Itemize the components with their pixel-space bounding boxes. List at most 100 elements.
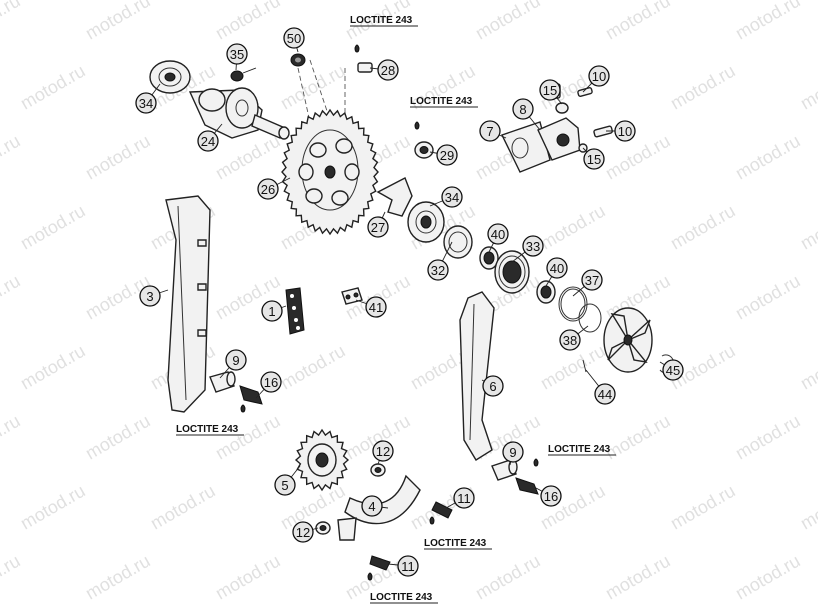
callout-number: 40: [550, 261, 564, 276]
watermark-text: motod.ru: [732, 551, 804, 604]
pump-gear-33: [494, 250, 530, 294]
callout-number: 9: [232, 353, 239, 368]
callout-5: 5: [274, 474, 296, 496]
callout-number: 4: [368, 499, 375, 514]
watermark-text: motod.ru: [17, 341, 89, 394]
watermark-text: motod.ru: [147, 481, 219, 534]
bolt-29: [414, 121, 434, 159]
watermark-text: motod.ru: [602, 131, 674, 184]
callout-number: 11: [401, 559, 415, 574]
camshaft-sprocket-26: [281, 108, 379, 236]
callout-34: 34: [135, 92, 157, 114]
callout-number: 7: [486, 124, 493, 139]
bearing-34-middle: [407, 201, 445, 243]
loctite-label-mid: LOCTITE 243: [410, 96, 473, 107]
callout-number: 26: [261, 182, 275, 197]
callout-12: 12: [292, 521, 314, 543]
bolt-11-lower: [367, 555, 391, 581]
callout-7: 7: [479, 120, 501, 142]
watermark-text: motod.ru: [82, 131, 154, 184]
watermark-text: motod.ru: [667, 61, 739, 114]
washer-50: [290, 53, 306, 67]
watermark-text: motod.ru: [0, 551, 24, 604]
callout-number: 12: [376, 444, 390, 459]
watermark-text: motod.ru: [0, 411, 24, 464]
watermark-text: motod.ru: [472, 551, 544, 604]
callout-10: 10: [614, 120, 636, 142]
callout-number: 3: [146, 289, 153, 304]
watermark-text: motod.ru: [667, 481, 739, 534]
callout-number: 40: [491, 227, 505, 242]
bearing-34-upper: [149, 60, 191, 94]
callout-number: 35: [230, 47, 244, 62]
bushing-9-left: [209, 371, 236, 393]
watermark-text: motod.ru: [602, 411, 674, 464]
washer-32: [443, 225, 473, 259]
callout-number: 12: [296, 525, 310, 540]
callout-11: 11: [453, 487, 475, 509]
callout-37: 37: [581, 269, 603, 291]
callout-33: 33: [522, 235, 544, 257]
callout-number: 8: [519, 102, 526, 117]
callout-15: 15: [539, 79, 561, 101]
bushing-12-lower: [315, 521, 331, 535]
callout-number: 9: [509, 445, 516, 460]
watermark-text: motod.ru: [472, 0, 544, 43]
callout-10: 10: [588, 65, 610, 87]
seal-40-left: [479, 246, 499, 270]
callout-4: 4: [361, 495, 383, 517]
callout-35: 35: [226, 43, 248, 65]
loctite-label-bottom-mid: LOCTITE 243: [424, 538, 487, 549]
watermark-text: motod.ru: [0, 131, 24, 184]
callout-9: 9: [225, 349, 247, 371]
watermark-text: motod.ru: [0, 271, 24, 324]
callout-6: 6: [482, 375, 504, 397]
watermark-text: motod.ru: [17, 201, 89, 254]
callout-number: 15: [587, 152, 601, 167]
bolt-10-lower: [593, 125, 613, 138]
bolt-16-left: [239, 385, 263, 413]
chain-guide-3: [165, 195, 211, 413]
watermark-text: motod.ru: [212, 411, 284, 464]
callout-40: 40: [487, 223, 509, 245]
impeller-44: [603, 307, 653, 373]
callout-number: 6: [489, 379, 496, 394]
watermark-text: motod.ru: [82, 411, 154, 464]
callout-number: 45: [666, 363, 680, 378]
callout-number: 10: [592, 69, 606, 84]
watermark-text: motod.ru: [212, 0, 284, 43]
callout-38: 38: [559, 329, 581, 351]
callout-12: 12: [372, 440, 394, 462]
watermark-text: motod.ru: [602, 551, 674, 604]
callout-number: 24: [201, 134, 215, 149]
watermark-text: motod.ru: [277, 341, 349, 394]
callout-27: 27: [367, 216, 389, 238]
loctite-label-left: LOCTITE 243: [176, 424, 239, 435]
callout-number: 10: [618, 124, 632, 139]
callout-number: 34: [139, 96, 153, 111]
callout-1: 1: [261, 300, 283, 322]
bolt-28: [354, 44, 373, 73]
callout-45: 45: [662, 359, 684, 381]
callout-41: 41: [365, 296, 387, 318]
callout-number: 11: [457, 491, 471, 506]
callout-number: 34: [445, 190, 459, 205]
watermark-text: motod.ru: [0, 0, 24, 43]
timing-chain-1: [285, 287, 305, 335]
loctite-labels: LOCTITE 243 LOCTITE 243 LOCTITE 243 LOCT…: [176, 15, 616, 604]
callout-16: 16: [260, 371, 282, 393]
callout-8: 8: [512, 98, 534, 120]
callout-3: 3: [139, 285, 161, 307]
callout-15: 15: [583, 148, 605, 170]
bolt-10-upper: [577, 87, 593, 97]
watermark-text: motod.ru: [797, 61, 818, 114]
callout-11: 11: [397, 555, 419, 577]
callout-number: 29: [440, 148, 454, 163]
callout-40: 40: [546, 257, 568, 279]
callout-number: 1: [268, 304, 275, 319]
callout-number: 32: [431, 263, 445, 278]
callout-16: 16: [540, 485, 562, 507]
callout-34: 34: [441, 186, 463, 208]
